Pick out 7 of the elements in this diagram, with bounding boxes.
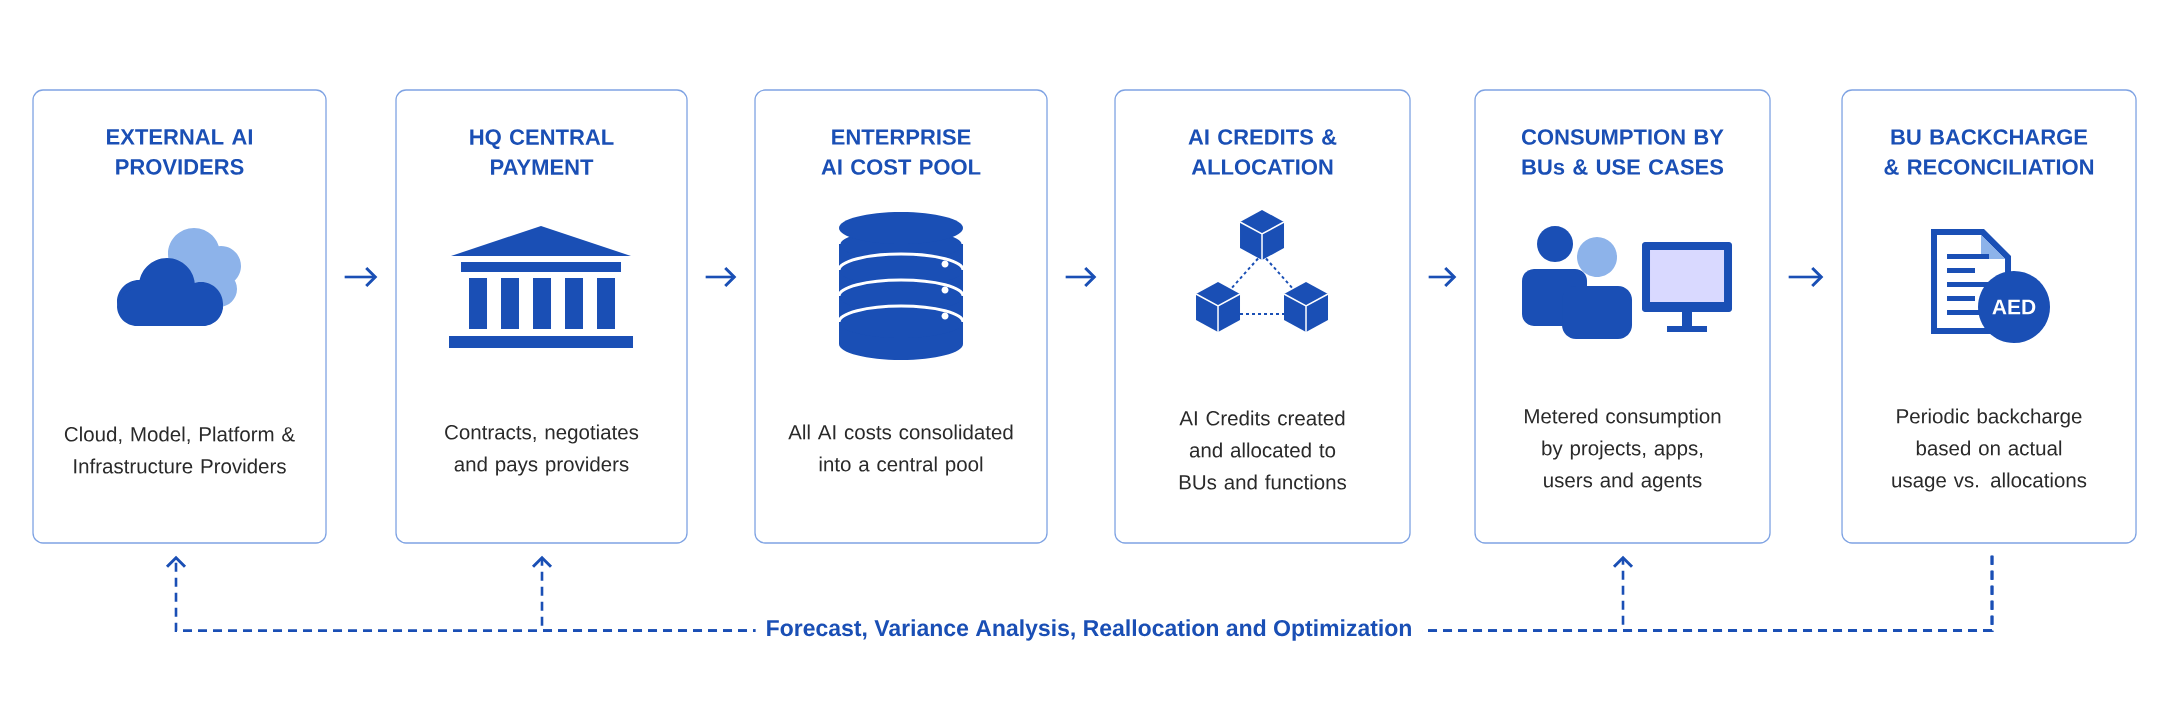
currency-label: AED (1992, 299, 2036, 315)
step-card: AI CREDITS & ALLOCATION AI Credits created and allocated to BUs and functions (1114, 89, 1411, 544)
step-card: ENTERPRISE AI COST POOL All AI costs consolidated into a central pool (754, 89, 1048, 544)
step-card: CONSUMPTION BY BUs & USE CASES Metered consumption by projects, apps, users and agents (1474, 89, 1771, 544)
edge-label: Forecast, Variance Analysis, Reallocation and Optimization (755, 615, 1423, 645)
step-card: HQ CENTRAL PAYMENT Contracts, negotiates and pays providers (395, 89, 688, 544)
step-card: EXTERNAL AI PROVIDERS Cloud, Model, Platform & Infrastructure Providers (32, 89, 327, 544)
